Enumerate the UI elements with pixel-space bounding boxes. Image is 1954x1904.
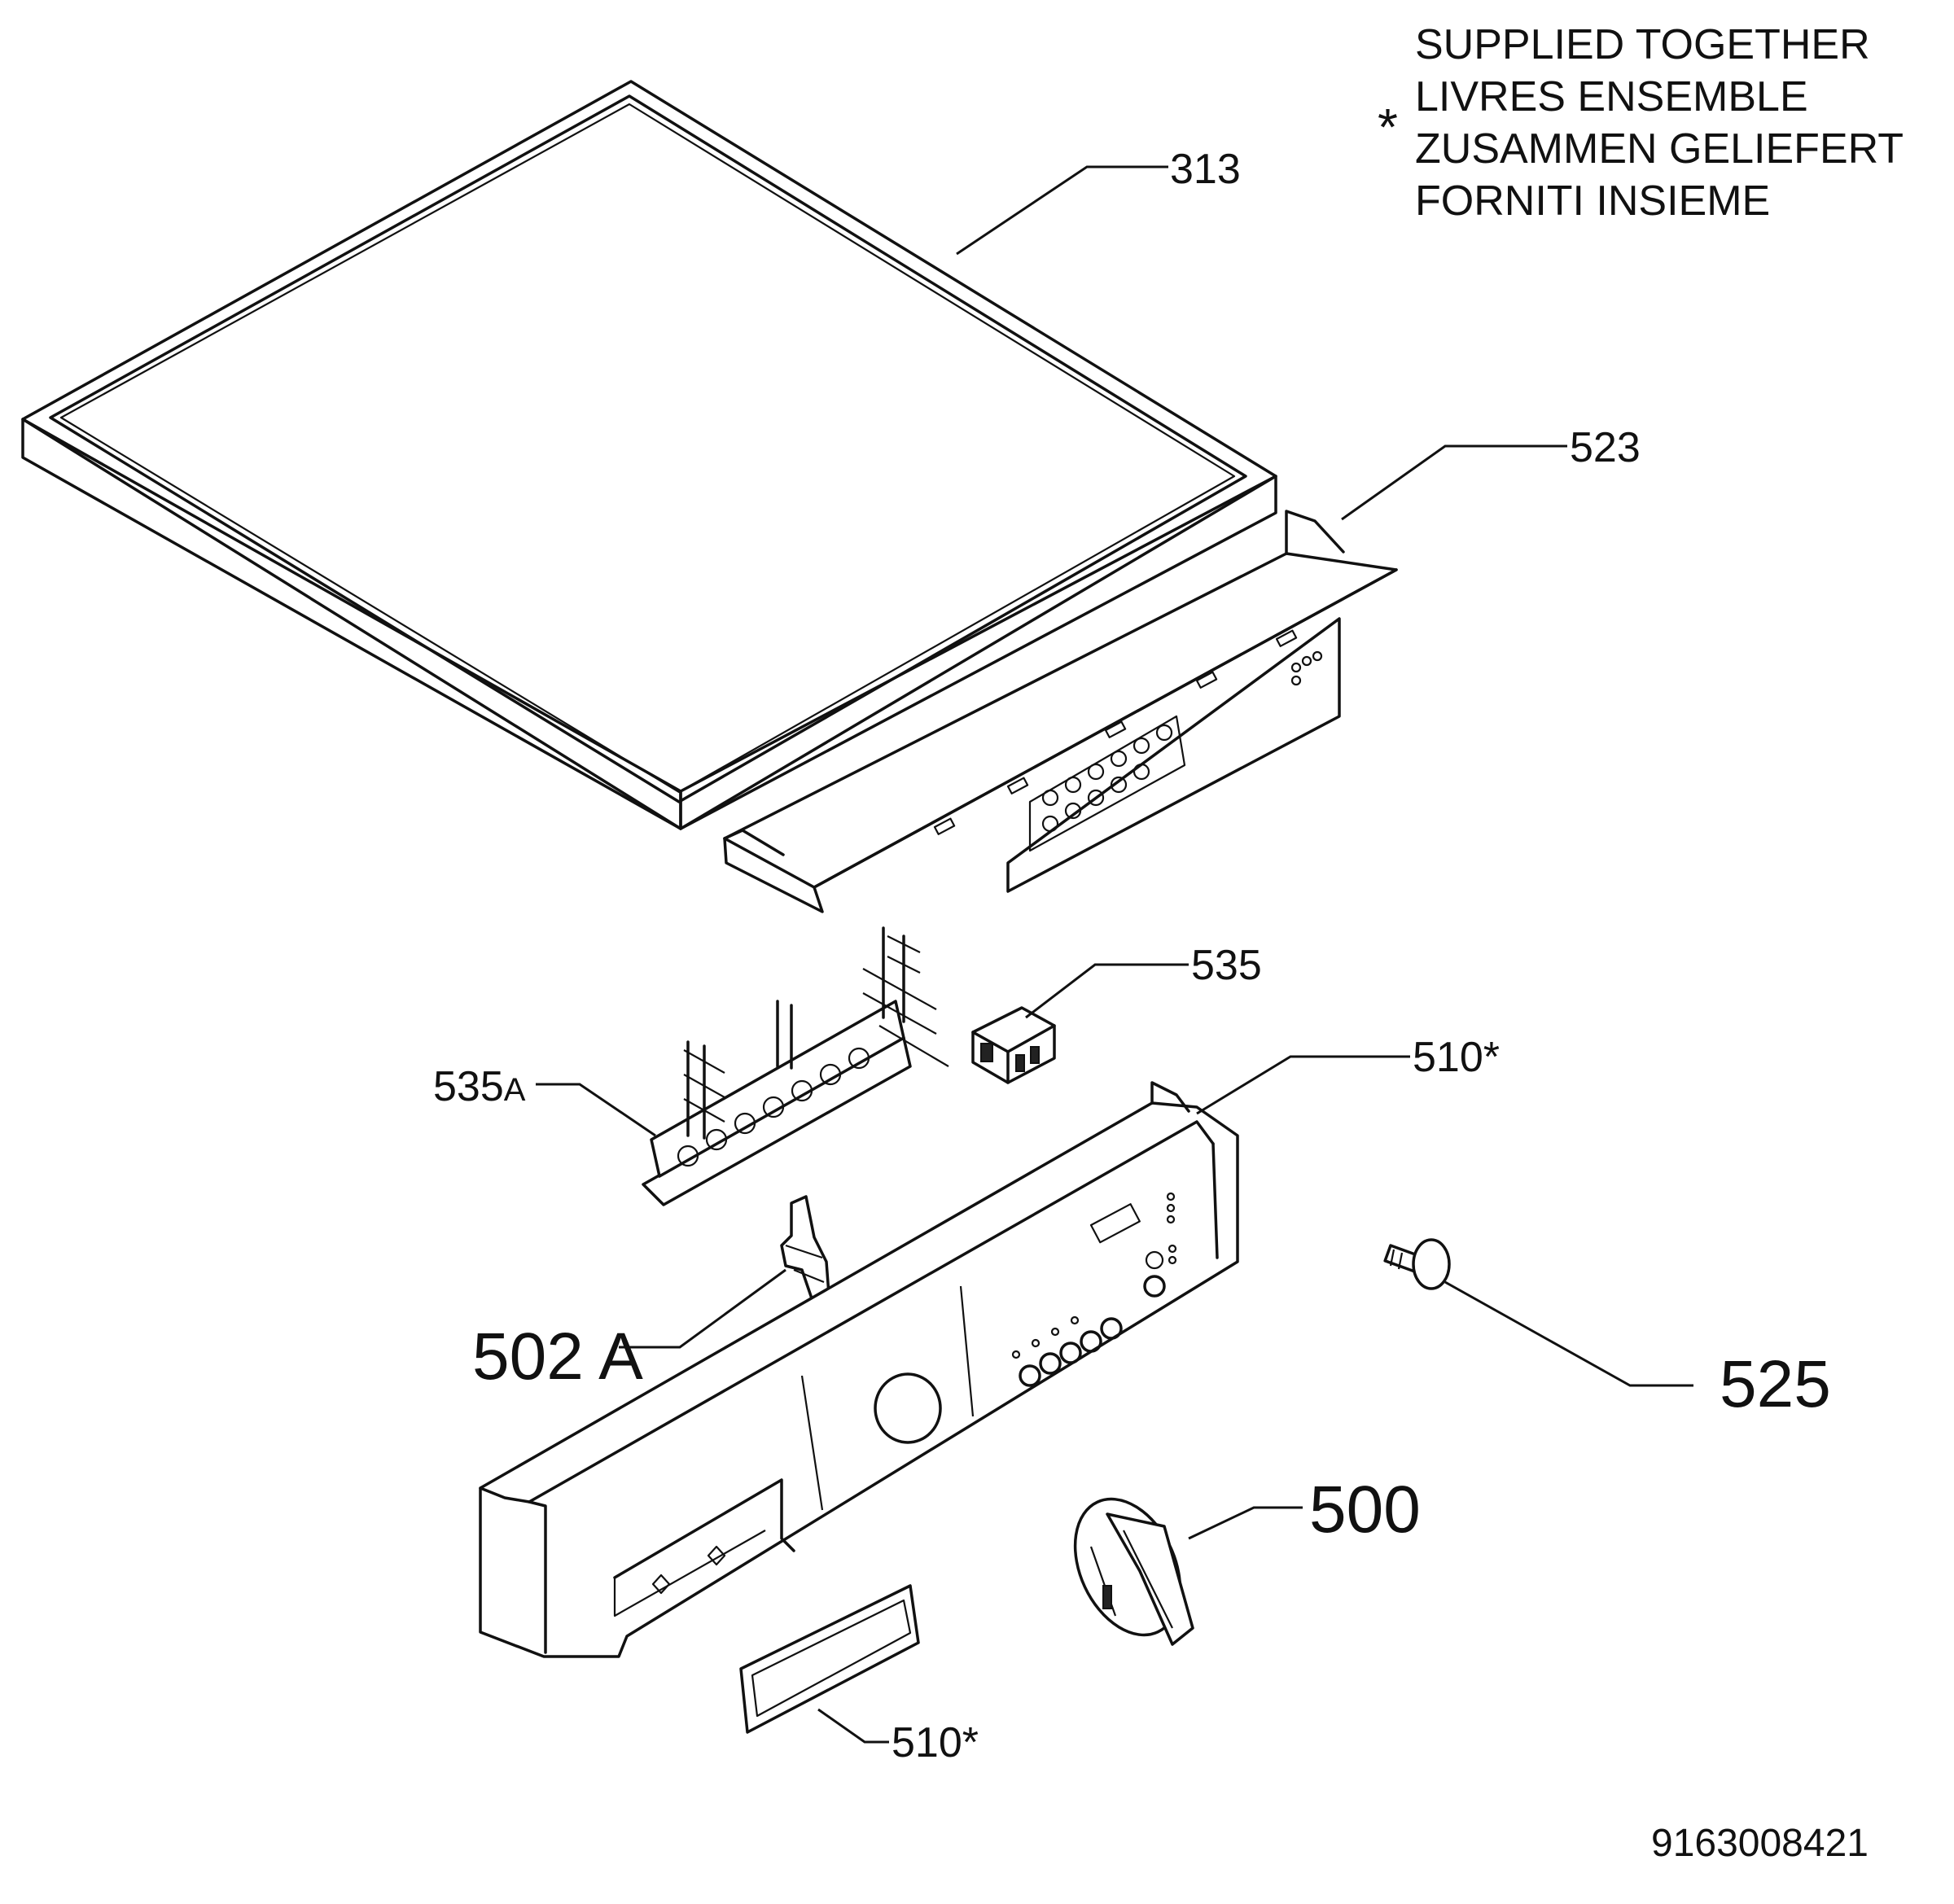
supplied-together-note: SUPPLIED TOGETHER LIVRES ENSEMBLE ZUSAMM… (1378, 21, 1904, 225)
label-535A-number: 535A (433, 1063, 526, 1110)
note-line-fr: LIVRES ENSEMBLE (1415, 73, 1808, 120)
leader-510-lower (817, 1708, 889, 1744)
part-313-worktop (21, 80, 1277, 830)
drawing-number: 9163008421 (1651, 1822, 1869, 1865)
note-line-en: SUPPLIED TOGETHER (1415, 21, 1870, 68)
label-502A: 502 A (472, 1320, 643, 1394)
part-535A-switch-block (642, 926, 949, 1206)
leader-313 (956, 165, 1168, 256)
leader-535 (1025, 963, 1189, 1019)
part-502A-clip (780, 1195, 830, 1302)
label-525: 525 (1720, 1347, 1831, 1421)
leader-523 (1341, 444, 1567, 521)
label-535: 535 (1191, 942, 1262, 989)
label-500: 500 (1309, 1473, 1421, 1547)
part-500-selector-knob (1073, 1497, 1194, 1646)
label-523: 523 (1570, 424, 1641, 471)
leader-525 (1444, 1280, 1693, 1387)
asterisk-symbol: * (1378, 98, 1398, 156)
label-510-lower: 510* (892, 1719, 979, 1766)
part-510-strip (739, 1584, 920, 1734)
leader-500 (1188, 1506, 1303, 1540)
part-523-bracket (723, 510, 1398, 913)
leader-535A (536, 1083, 656, 1137)
label-510-upper: 510* (1413, 1034, 1500, 1081)
part-525-push-button (1383, 1238, 1451, 1290)
part-535-connector (971, 1006, 1056, 1084)
label-313: 313 (1170, 146, 1241, 193)
leader-510-upper (1196, 1055, 1410, 1115)
note-line-it: FORNITI INSIEME (1415, 177, 1770, 225)
leader-502A (619, 1268, 786, 1349)
note-line-de: ZUSAMMEN GELIEFERT (1415, 125, 1904, 173)
part-510-control-fascia (479, 1081, 1239, 1658)
